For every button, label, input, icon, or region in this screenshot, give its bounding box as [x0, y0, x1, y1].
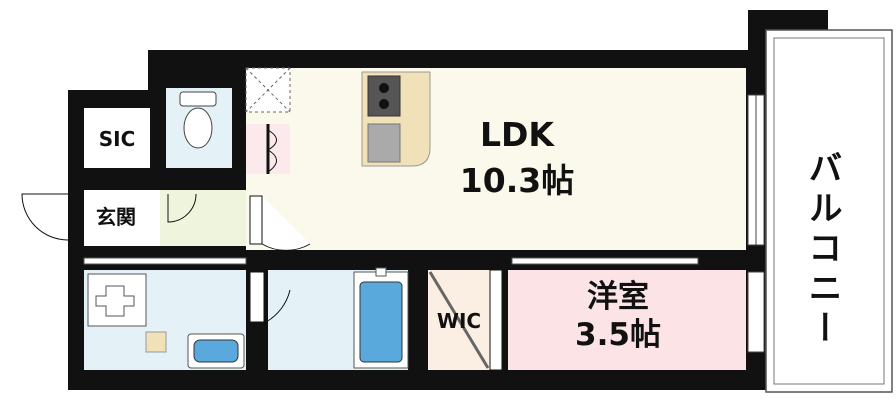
bathtub-icon [353, 267, 409, 369]
wic-label: WIC [437, 309, 481, 333]
washroom [83, 257, 247, 370]
sink-icon [367, 123, 401, 163]
toilet-room [166, 88, 232, 168]
stove-icon [367, 75, 401, 117]
balcony: バルコニー [765, 29, 893, 393]
ldk-size: 10.3帖 [460, 161, 574, 200]
washer-icon [87, 273, 147, 327]
entrance: 玄関 [21, 190, 311, 251]
door-swing-icon [21, 193, 69, 241]
bathroom [249, 267, 409, 370]
ldk-room: LDK 10.3帖 [245, 67, 765, 250]
ldk-name: LDK [480, 115, 555, 154]
washbasin-icon [187, 333, 245, 369]
sic-label: SIC [99, 127, 136, 151]
entrance-label: 玄関 [96, 205, 136, 229]
western-room: 洋室 3.5帖 [508, 257, 765, 370]
toilet-icon [179, 91, 217, 149]
western-size: 3.5帖 [575, 317, 661, 353]
wic-room: WIC [428, 269, 503, 371]
balcony-label: バルコニー [802, 150, 842, 350]
sic-room: SIC [84, 108, 150, 168]
western-name: 洋室 [587, 279, 649, 315]
